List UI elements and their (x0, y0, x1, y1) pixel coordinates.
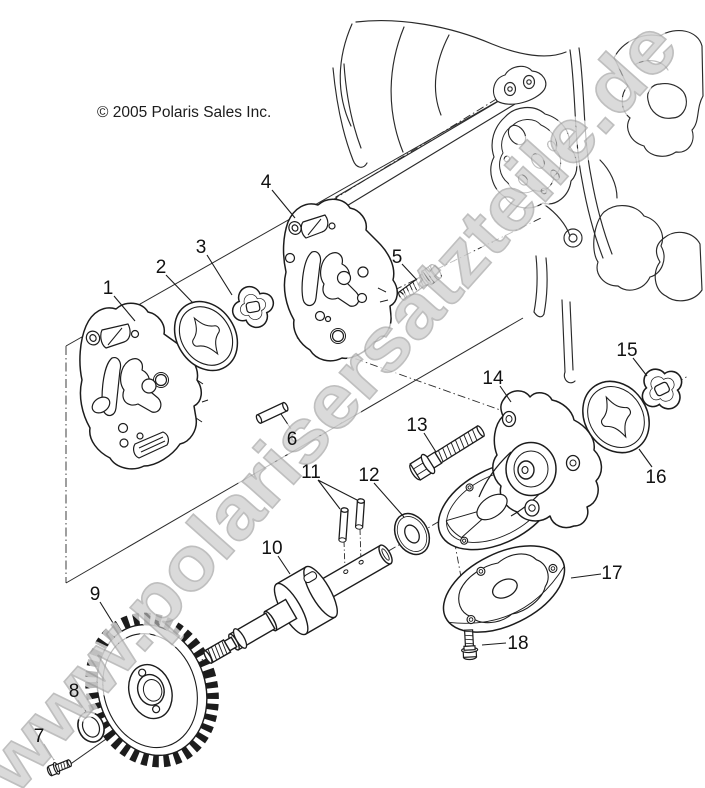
callout-1: 1 (103, 278, 114, 299)
callout-6: 6 (287, 429, 298, 450)
leader-lines (43, 189, 653, 761)
callout-7: 7 (34, 726, 45, 747)
part-11-pins (338, 498, 366, 543)
part-12-washer (393, 512, 431, 556)
part-10-pump-shaft (203, 544, 393, 665)
callout-2: 2 (156, 257, 167, 278)
callout-15: 15 (616, 340, 637, 361)
callout-4: 4 (261, 172, 272, 193)
callout-16: 16 (645, 467, 666, 488)
alignment-band-lower (65, 317, 524, 584)
callout-17: 17 (601, 563, 622, 584)
part-callouts: 1 2 3 4 5 6 7 8 9 10 11 12 13 14 15 16 1… (34, 172, 667, 747)
part-7-screw (46, 759, 72, 777)
part-17-cover-plate (442, 545, 566, 633)
dash-line-plate-to-pad (296, 216, 544, 339)
part-3-inner-rotor (231, 285, 275, 329)
part-16-outer-rotor (582, 380, 650, 454)
dash-line-pin-a (343, 540, 346, 571)
callout-8: 8 (69, 681, 80, 702)
part-15-inner-rotor (641, 368, 683, 410)
part-6-dowel-pin (255, 401, 289, 424)
callout-5: 5 (392, 247, 403, 268)
callout-9: 9 (90, 584, 101, 605)
callout-18: 18 (507, 633, 528, 654)
part-4-pump-plate (282, 198, 398, 362)
callout-12: 12 (358, 465, 379, 486)
part-9-pump-gear (85, 612, 219, 768)
callout-13: 13 (406, 415, 427, 436)
callout-11: 11 (301, 462, 321, 483)
part-5-screw (398, 264, 442, 301)
part-8-seal (77, 711, 105, 743)
copyright-notice: © 2005 Polaris Sales Inc. (97, 104, 271, 121)
crankcase-drawing (332, 20, 704, 384)
callout-14: 14 (482, 368, 504, 389)
part-2-outer-rotor (173, 300, 239, 372)
part-18-screw (461, 629, 479, 661)
callout-10: 10 (261, 538, 282, 559)
part-14-oil-pump-assembly (437, 390, 603, 551)
part-1-oil-pump-body (79, 302, 209, 470)
callout-3: 3 (196, 237, 207, 258)
part-13-bolt (409, 425, 485, 481)
